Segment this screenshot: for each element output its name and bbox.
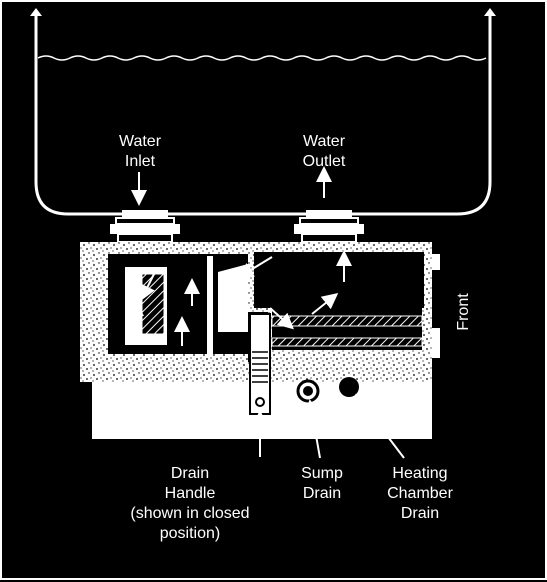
flow-arrow-icon	[237, 256, 273, 279]
water-inlet-label: Water Inlet	[118, 133, 162, 170]
flow-arrow-icon	[269, 307, 294, 330]
sump-drain-leader	[304, 399, 321, 459]
heating-chamber-drain	[339, 377, 359, 397]
drain-handle	[249, 313, 271, 415]
water-outlet-label: Water Outlet	[302, 133, 346, 170]
water-tank	[30, 8, 496, 216]
water-surface	[37, 55, 487, 61]
drain-handle-label: Drain Handle (shown in closed position)	[130, 465, 250, 542]
flow-arrows	[128, 250, 352, 346]
sump-drain-label: Sump Drain	[301, 465, 343, 502]
front-label: Front	[455, 293, 472, 331]
flow-arrow-icon	[311, 293, 339, 315]
heating-chamber-drain-label: Heating Chamber Drain	[387, 465, 453, 522]
heating-chamber-leader	[355, 393, 405, 459]
flow-arrow-icon	[140, 273, 155, 302]
